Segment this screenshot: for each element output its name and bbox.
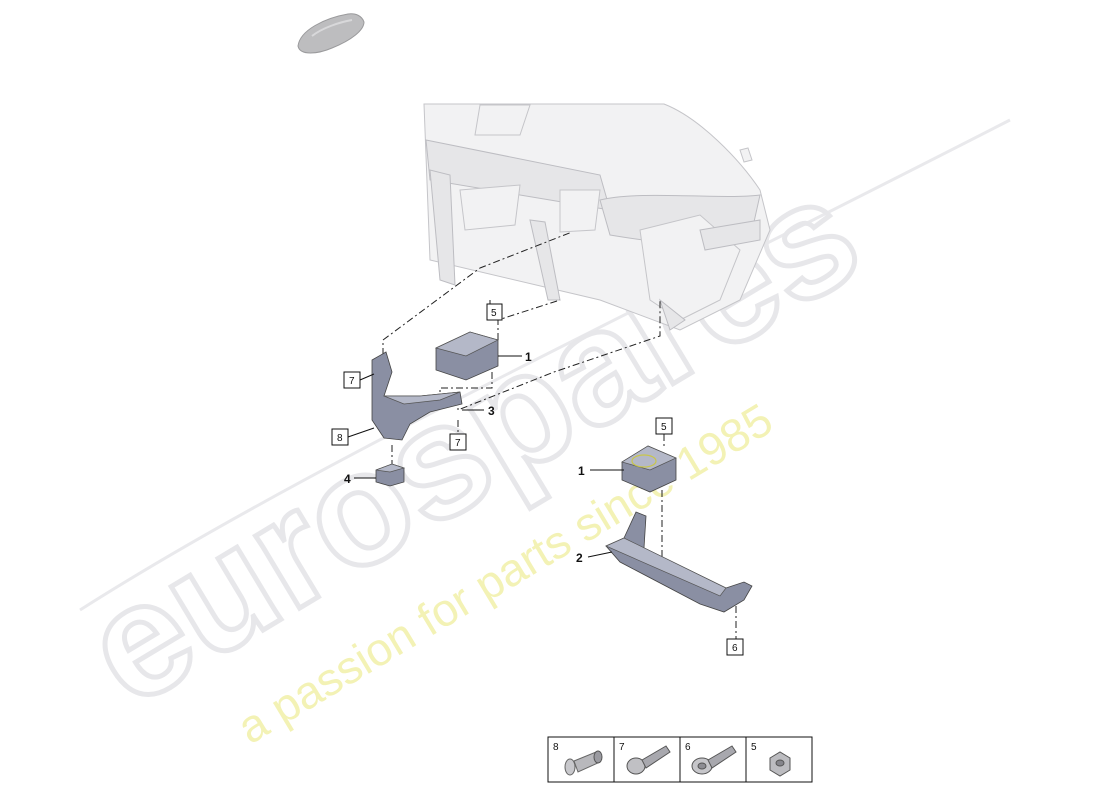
- callout-lower-2: 2: [576, 551, 613, 565]
- ref-box-upper-7-top: 7: [343, 371, 375, 389]
- washer-screw-icon: [691, 745, 737, 775]
- ref-box-upper-5-label: 5: [491, 308, 497, 319]
- ref-box-lower-6-label: 6: [732, 643, 738, 654]
- fastener-cell-6: 6: [679, 736, 747, 783]
- ref-box-upper-7-bottom: 7: [449, 433, 467, 451]
- callout-upper-4-label: 4: [344, 472, 351, 486]
- ref-box-upper-7-bottom-label: 7: [455, 438, 461, 449]
- fastener-number: 5: [751, 742, 757, 753]
- callout-lower-1: 1: [578, 464, 624, 478]
- control-unit-lower: [621, 445, 677, 493]
- connector-housing-upper: [375, 463, 406, 487]
- fastener-number: 8: [553, 742, 559, 753]
- callout-upper-3-label: 3: [488, 404, 495, 418]
- push-rivet-icon: [564, 750, 603, 776]
- callout-lower-1-label: 1: [578, 464, 585, 478]
- dashboard-assembly: [423, 103, 771, 331]
- callout-upper-4: 4: [344, 472, 376, 486]
- mounting-bracket-upper: [371, 351, 463, 441]
- ref-box-lower-6: 6: [726, 638, 744, 656]
- callout-upper-1-label: 1: [525, 350, 532, 364]
- watermark-swoosh: [79, 118, 1011, 612]
- fastener-number: 7: [619, 742, 625, 753]
- fastener-cell-8: 8: [547, 736, 615, 783]
- flange-bolt-icon: [626, 745, 671, 775]
- callout-upper-1: 1: [498, 350, 532, 364]
- control-unit-upper: [434, 331, 499, 381]
- mounting-bracket-lower: [605, 511, 753, 613]
- ref-box-upper-8-label: 8: [337, 433, 343, 444]
- callout-lower-2-label: 2: [576, 551, 583, 565]
- ref-box-upper-7-top-label: 7: [349, 376, 355, 387]
- ref-box-lower-5: 5: [655, 417, 673, 435]
- callout-upper-3: 3: [462, 404, 495, 418]
- fastener-cell-5: 5: [745, 736, 813, 783]
- vehicle-thumbnail-icon: [297, 13, 365, 54]
- fastener-number: 6: [685, 742, 691, 753]
- ref-box-upper-5: 5: [486, 303, 503, 321]
- fastener-table: 8 7 6 5: [547, 736, 813, 783]
- ref-box-lower-5-label: 5: [661, 422, 667, 433]
- hex-nut-icon: [769, 751, 791, 777]
- ref-box-upper-8: 8: [331, 427, 375, 446]
- fastener-cell-7: 7: [613, 736, 681, 783]
